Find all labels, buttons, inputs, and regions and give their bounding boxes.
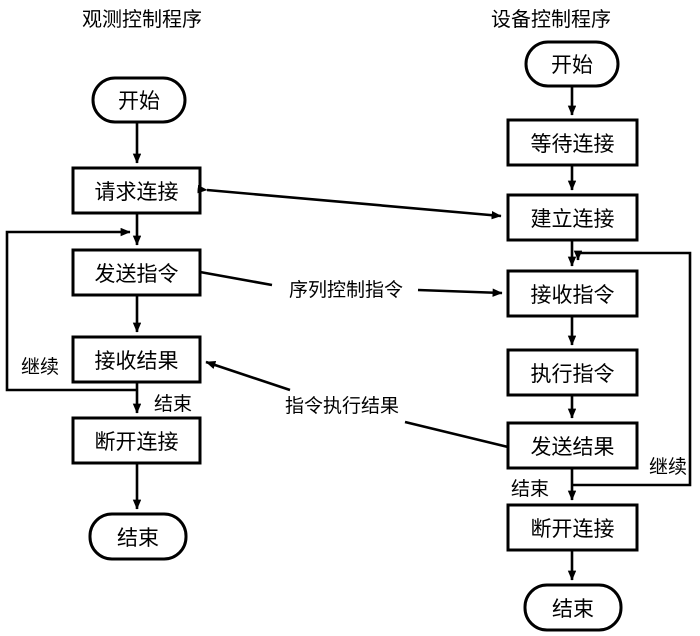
edge-left-loop-continue	[5, 227, 137, 392]
node-left-recv-result-shape	[71, 335, 202, 384]
node-right-send-result-shape	[506, 421, 639, 470]
node-right-start-shape	[524, 40, 620, 88]
node-left-start-shape	[91, 76, 187, 124]
node-right-exec-cmd-shape	[506, 348, 639, 397]
edge-link-sequence-cmd-right-stub	[417, 288, 503, 297]
node-left-send-cmd-shape	[71, 248, 202, 297]
edge-link-request-establish	[197, 184, 502, 220]
node-right-establish-shape	[506, 193, 639, 242]
node-left-end-shape	[88, 512, 188, 561]
node-right-end-shape	[523, 583, 623, 632]
node-right-recv-cmd-shape	[506, 269, 639, 318]
node-left-request-conn-shape	[71, 166, 202, 215]
node-left-disconnect-shape	[71, 416, 202, 465]
node-right-wait-conn-shape	[506, 118, 639, 167]
edge-link-exec-result-left-stub	[205, 360, 291, 392]
edge-link-exec-result-right-stub	[404, 420, 509, 449]
node-right-disconnect-shape	[506, 503, 639, 552]
edge-link-sequence-cmd-left-stub	[199, 270, 273, 287]
edge-right-loop-continue	[572, 250, 692, 487]
